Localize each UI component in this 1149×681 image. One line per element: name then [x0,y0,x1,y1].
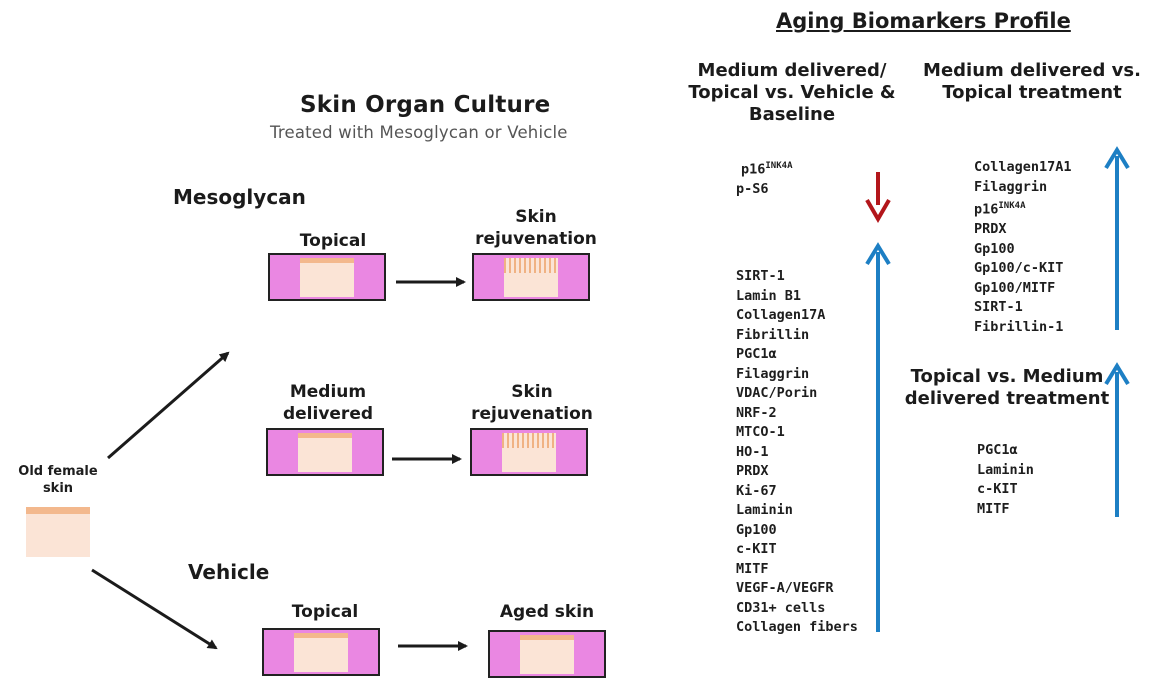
list-item: CD31+ cells [736,599,826,616]
list-item: p16INK4A [741,161,793,178]
list-item: MITF [977,500,1010,517]
list-item: p16INK4A [974,201,1026,218]
well-mesoglycan-topical [268,253,386,301]
source-label: Old female skin [18,464,98,496]
list-item: SIRT-1 [974,299,1023,315]
well-aged-skin [488,630,606,678]
list-item: Collagen fibers [736,619,858,635]
list-item: SIRT-1 [736,268,785,284]
well-vehicle-topical [262,628,380,676]
list-item: c-KIT [977,481,1018,497]
arrow-to-mesoglycan [107,351,230,460]
list-item: Collagen17A [736,307,826,323]
list-item: PRDX [736,463,769,479]
up-arrow-col2 [1104,146,1130,330]
old-skin-sample [26,507,90,557]
list-item: MITF [736,560,769,577]
col3-up-list: PGC1α Laminin c-KIT MITF [977,441,1034,519]
up-arrow-col1 [865,242,891,632]
list-item: Ki-67 [736,482,777,499]
list-item: NRF-2 [736,404,777,421]
biomarkers-title: Aging Biomarkers Profile [776,9,1071,33]
culture-title: Skin Organ Culture [300,92,551,118]
well-mesoglycan-medium [266,428,384,476]
list-item: Laminin [977,461,1034,478]
vehicle-topical-result: Aged skin [499,602,595,622]
list-item: Gp100 [974,240,1015,257]
vehicle-label: Vehicle [188,560,270,584]
col1-down-list: p16INK4A p-S6 [736,157,792,200]
list-item: PGC1α [977,442,1018,458]
mesoglycan-medium-label: Medium delivered [282,382,374,424]
list-item: Lamin B1 [736,287,802,304]
list-item: PRDX [974,221,1007,237]
col2-up-list: Collagen17A1 Filaggrin p16INK4A PRDX Gp1… [974,158,1072,337]
list-item: p-S6 [736,181,769,197]
down-arrow-col1 [865,172,891,223]
col2-header: Medium delivered vs. Topical treatment [923,60,1141,103]
list-item: Gp100/MITF [974,279,1056,296]
list-item: Fibrillin-1 [974,318,1064,335]
col1-up-list: SIRT-1 Lamin B1 Collagen17A Fibrillin PG… [736,267,858,638]
list-item: Gp100/c-KIT [974,260,1064,276]
list-item: Laminin [736,502,793,518]
list-item: VEGF-A/VEGFR [736,580,834,596]
mesoglycan-topical-label: Topical [299,231,367,251]
list-item: Fibrillin [736,326,810,343]
list-item: c-KIT [736,541,777,557]
list-item: PGC1α [736,346,777,362]
well-rejuvenated-2 [470,428,588,476]
list-item: MTCO-1 [736,424,785,440]
col1-header: Medium delivered/ Topical vs. Vehicle & … [688,60,896,125]
list-item: Collagen17A1 [974,159,1072,175]
mesoglycan-topical-result: Skin rejuvenation [475,207,597,249]
mesoglycan-label: Mesoglycan [173,185,306,209]
col3-header: Topical vs. Medium delivered treatment [904,366,1110,409]
list-item: Filaggrin [736,365,810,382]
list-item: VDAC/Porin [736,385,818,401]
mesoglycan-medium-result: Skin rejuvenation [471,382,593,424]
vehicle-topical-label: Topical [291,602,359,622]
well-rejuvenated-1 [472,253,590,301]
list-item: Filaggrin [974,178,1048,195]
list-item: Gp100 [736,521,777,538]
culture-subtitle: Treated with Mesoglycan or Vehicle [270,123,568,142]
list-item: HO-1 [736,443,769,460]
